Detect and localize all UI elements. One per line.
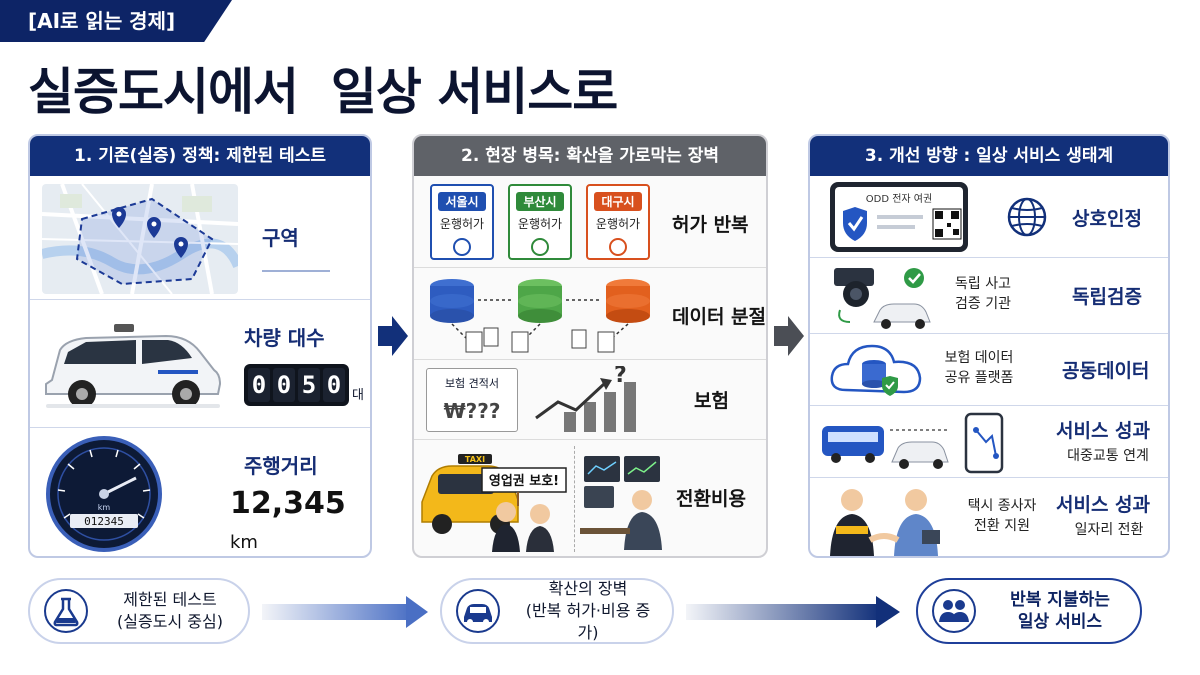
row-data-fragmentation: 데이터 분절 bbox=[414, 268, 766, 360]
row-service-transit: 서비스 성과 대중교통 연계 bbox=[810, 406, 1168, 478]
flow-arrow bbox=[262, 604, 412, 620]
handshake-workers-icon bbox=[830, 489, 940, 556]
panel-header: 3. 개선 방향 : 일상 서비스 생태계 bbox=[810, 136, 1168, 176]
row-label: 서비스 성과 bbox=[1056, 420, 1151, 442]
row-insurance: 보험 견적서 ₩??? ? 보험 bbox=[414, 360, 766, 440]
divider bbox=[574, 446, 575, 552]
row-label: 차량 대수 bbox=[244, 326, 325, 350]
permit-text: 운행허가 bbox=[595, 217, 641, 231]
panel-bottlenecks: 2. 현장 병목: 확산을 가로막는 장벽 서울시 운행허가 부산시 운행허가 … bbox=[412, 134, 768, 558]
flow-step-barriers: 확산의 장벽 (반복 허가·비용 증가) bbox=[440, 578, 674, 644]
arrow-right-icon bbox=[378, 316, 408, 356]
control-room-worker-icon bbox=[580, 456, 662, 550]
distance-number: 12,345 bbox=[230, 486, 346, 521]
card-title: ODD 전자 여권 bbox=[865, 194, 933, 205]
database-silos-icon bbox=[430, 279, 650, 353]
arrow-head-icon bbox=[876, 596, 900, 628]
row-label: 서비스 성과 bbox=[1056, 494, 1151, 516]
camera-verification-icon bbox=[834, 268, 931, 329]
counter-digit: 0 bbox=[323, 368, 345, 402]
row-label: 공동데이터 bbox=[1062, 360, 1150, 382]
permit-card-daegu: 대구시 운행허가 bbox=[586, 184, 650, 260]
distance-value: 12,345 km bbox=[230, 486, 370, 556]
flow-text: 제한된 테스트 (실증도시 중심) bbox=[117, 590, 223, 631]
panel-header: 1. 기존(실증) 정책: 제한된 테스트 bbox=[30, 136, 370, 176]
arrow-right-icon bbox=[774, 316, 804, 356]
rising-cost-chart-icon: ? bbox=[535, 366, 636, 432]
permit-card-busan: 부산시 운행허가 bbox=[508, 184, 572, 260]
permit-text: 운행허가 bbox=[439, 217, 485, 231]
taxi-sign: TAXI bbox=[465, 455, 485, 464]
panel-header: 2. 현장 병목: 확산을 가로막는 장벽 bbox=[414, 136, 766, 176]
permit-city: 부산시 bbox=[516, 192, 564, 211]
car-icon bbox=[456, 589, 500, 633]
row-label: 보험 bbox=[694, 390, 729, 412]
row-shared-data: 보험 데이터 공유 플랫폼 공동데이터 bbox=[810, 334, 1168, 406]
quote-title: 보험 견적서 bbox=[444, 377, 500, 390]
row-label: 전환비용 bbox=[676, 488, 746, 510]
page-title: 실증도시에서 일상 서비스로 bbox=[28, 63, 618, 121]
counter-unit: 대 bbox=[352, 388, 364, 403]
row-description: 독립 사고 검증 기관 bbox=[955, 276, 1011, 312]
panel-existing-policy: 1. 기존(실증) 정책: 제한된 테스트 구역 bbox=[28, 134, 372, 558]
map-illustration bbox=[42, 184, 238, 294]
row-label: 구역 bbox=[262, 226, 299, 250]
quote-value: ₩??? bbox=[443, 399, 501, 423]
row-label: 허가 반복 bbox=[672, 214, 749, 236]
permit-card-seoul: 서울시 운행허가 bbox=[430, 184, 494, 260]
row-sublabel: 일자리 전환 bbox=[1074, 522, 1144, 538]
permit-city: 서울시 bbox=[438, 192, 486, 211]
flow-text: 반복 지불하는 일상 서비스 bbox=[1010, 590, 1110, 632]
arrow-head-icon bbox=[406, 596, 428, 628]
autonomous-van-icon bbox=[45, 324, 222, 408]
permit-city: 대구시 bbox=[594, 192, 642, 211]
protest-sign: 영업권 보호! bbox=[489, 474, 559, 489]
odd-passport-device: ODD 전자 여권 bbox=[830, 182, 968, 252]
flask-icon bbox=[44, 589, 88, 633]
row-label: 주행거리 bbox=[244, 454, 318, 478]
row-transition-cost: TAXI 영업권 보호! 전환비용 bbox=[414, 440, 766, 556]
flow-step-daily-service: 반복 지불하는 일상 서비스 bbox=[916, 578, 1142, 644]
flow-text: 확산의 장벽 (반복 허가·비용 증가) bbox=[525, 579, 651, 642]
row-description: 보험 데이터 공유 플랫폼 bbox=[944, 350, 1014, 386]
seal-icon bbox=[531, 238, 549, 256]
row-description: 택시 종사자 전환 지원 bbox=[967, 498, 1037, 534]
seal-icon bbox=[609, 238, 627, 256]
flow-arrow bbox=[686, 604, 880, 620]
gauge-unit: km bbox=[98, 503, 111, 512]
cloud-database-icon bbox=[830, 344, 922, 396]
row-repeat-permits: 서울시 운행허가 부산시 운행허가 대구시 운행허가 허가 반복 bbox=[414, 176, 766, 268]
question-mark: ? bbox=[614, 366, 627, 388]
counter-digit: 0 bbox=[273, 368, 295, 402]
taxi-protest-icon: TAXI 영업권 보호! bbox=[421, 454, 567, 552]
shield-qr-icon bbox=[843, 207, 962, 241]
row-sublabel: 대중교통 연계 bbox=[1067, 448, 1149, 464]
row-independent-verification: 독립 사고 검증 기관 독립검증 bbox=[810, 258, 1168, 334]
row-label: 상호인정 bbox=[1072, 208, 1142, 230]
row-vehicle-count: 차량 대수 0 0 5 0 대 bbox=[30, 300, 370, 428]
counter-digit: 0 bbox=[248, 368, 270, 402]
bus-car-app-icon bbox=[822, 412, 1004, 474]
permit-text: 운행허가 bbox=[517, 217, 563, 231]
row-service-jobs: 택시 종사자 전환 지원 서비스 성과 일자리 전환 bbox=[810, 478, 1168, 556]
counter-digit: 5 bbox=[298, 368, 320, 402]
vehicle-counter: 0 0 5 0 bbox=[244, 364, 349, 406]
insurance-quote-card: 보험 견적서 ₩??? bbox=[426, 368, 518, 432]
row-distance: 012345 km 주행거리 12,345 km bbox=[30, 428, 370, 556]
section-tag: [AI로 읽는 경제] bbox=[0, 0, 232, 42]
row-mutual-recognition: ODD 전자 여권 상호인정 bbox=[810, 176, 1168, 258]
people-icon bbox=[932, 589, 976, 633]
divider bbox=[262, 270, 330, 272]
seal-icon bbox=[453, 238, 471, 256]
gauge-digits: 012345 bbox=[84, 515, 124, 528]
row-label: 데이터 분절 bbox=[672, 306, 767, 328]
flow-step-limited-test: 제한된 테스트 (실증도시 중심) bbox=[28, 578, 250, 644]
distance-unit: km bbox=[230, 532, 258, 553]
row-label: 독립검증 bbox=[1072, 286, 1142, 308]
row-zone: 구역 bbox=[30, 176, 370, 300]
panel-improvement: 3. 개선 방향 : 일상 서비스 생태계 ODD 전자 여권 상호인정 bbox=[808, 134, 1170, 558]
globe-icon bbox=[1007, 197, 1047, 237]
speedometer-icon: 012345 km bbox=[46, 436, 162, 552]
